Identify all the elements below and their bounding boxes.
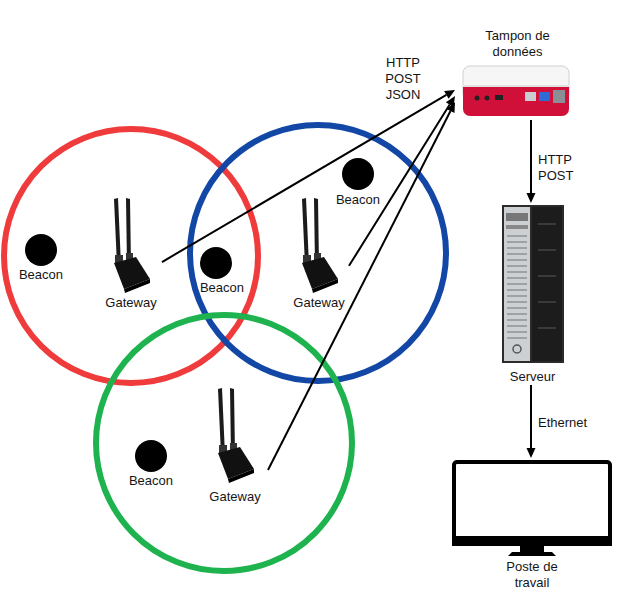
edge-label-holder: HTTP POST	[538, 152, 578, 184]
edge-label: HTTP POST	[538, 152, 578, 184]
beacon: Beacon	[12, 232, 70, 284]
node-label: Tampon de données	[478, 28, 558, 60]
node-label: Gateway	[289, 295, 349, 311]
data-buffer: Tampon de données	[455, 26, 580, 120]
server-tower	[490, 203, 575, 385]
protocol-label-holder: HTTP POST JSON	[383, 55, 423, 103]
connector-arrow	[268, 102, 455, 470]
node-label: Beacon	[12, 267, 70, 283]
beacon: Beacon	[122, 438, 180, 490]
connector-arrow	[162, 90, 455, 262]
beacon: Beacon	[329, 156, 387, 210]
node-label: Beacon	[193, 280, 251, 296]
edge-label: Ethernet	[538, 415, 587, 431]
beacon: Beacon	[193, 245, 251, 297]
gateway: Gateway	[202, 385, 268, 505]
gateway: Gateway	[289, 195, 349, 313]
blue-zone	[190, 125, 446, 381]
green-zone	[96, 315, 352, 571]
server: Serveur	[490, 203, 575, 385]
protocol-label: HTTP POST JSON	[383, 55, 423, 103]
gateway-antenna	[202, 385, 268, 505]
workstation: Poste de travail	[448, 458, 616, 594]
gateway: Gateway	[100, 195, 162, 313]
connector-arrow	[526, 385, 535, 458]
node-label: Gateway	[100, 295, 162, 311]
connector-arrow	[526, 120, 535, 203]
node-label: Beacon	[329, 192, 387, 208]
node-label: Serveur	[490, 369, 575, 385]
node-label: Beacon	[122, 473, 180, 489]
node-label: Gateway	[202, 489, 268, 505]
edge-label-holder: Ethernet	[538, 415, 587, 431]
node-label: Poste de travail	[497, 559, 567, 591]
